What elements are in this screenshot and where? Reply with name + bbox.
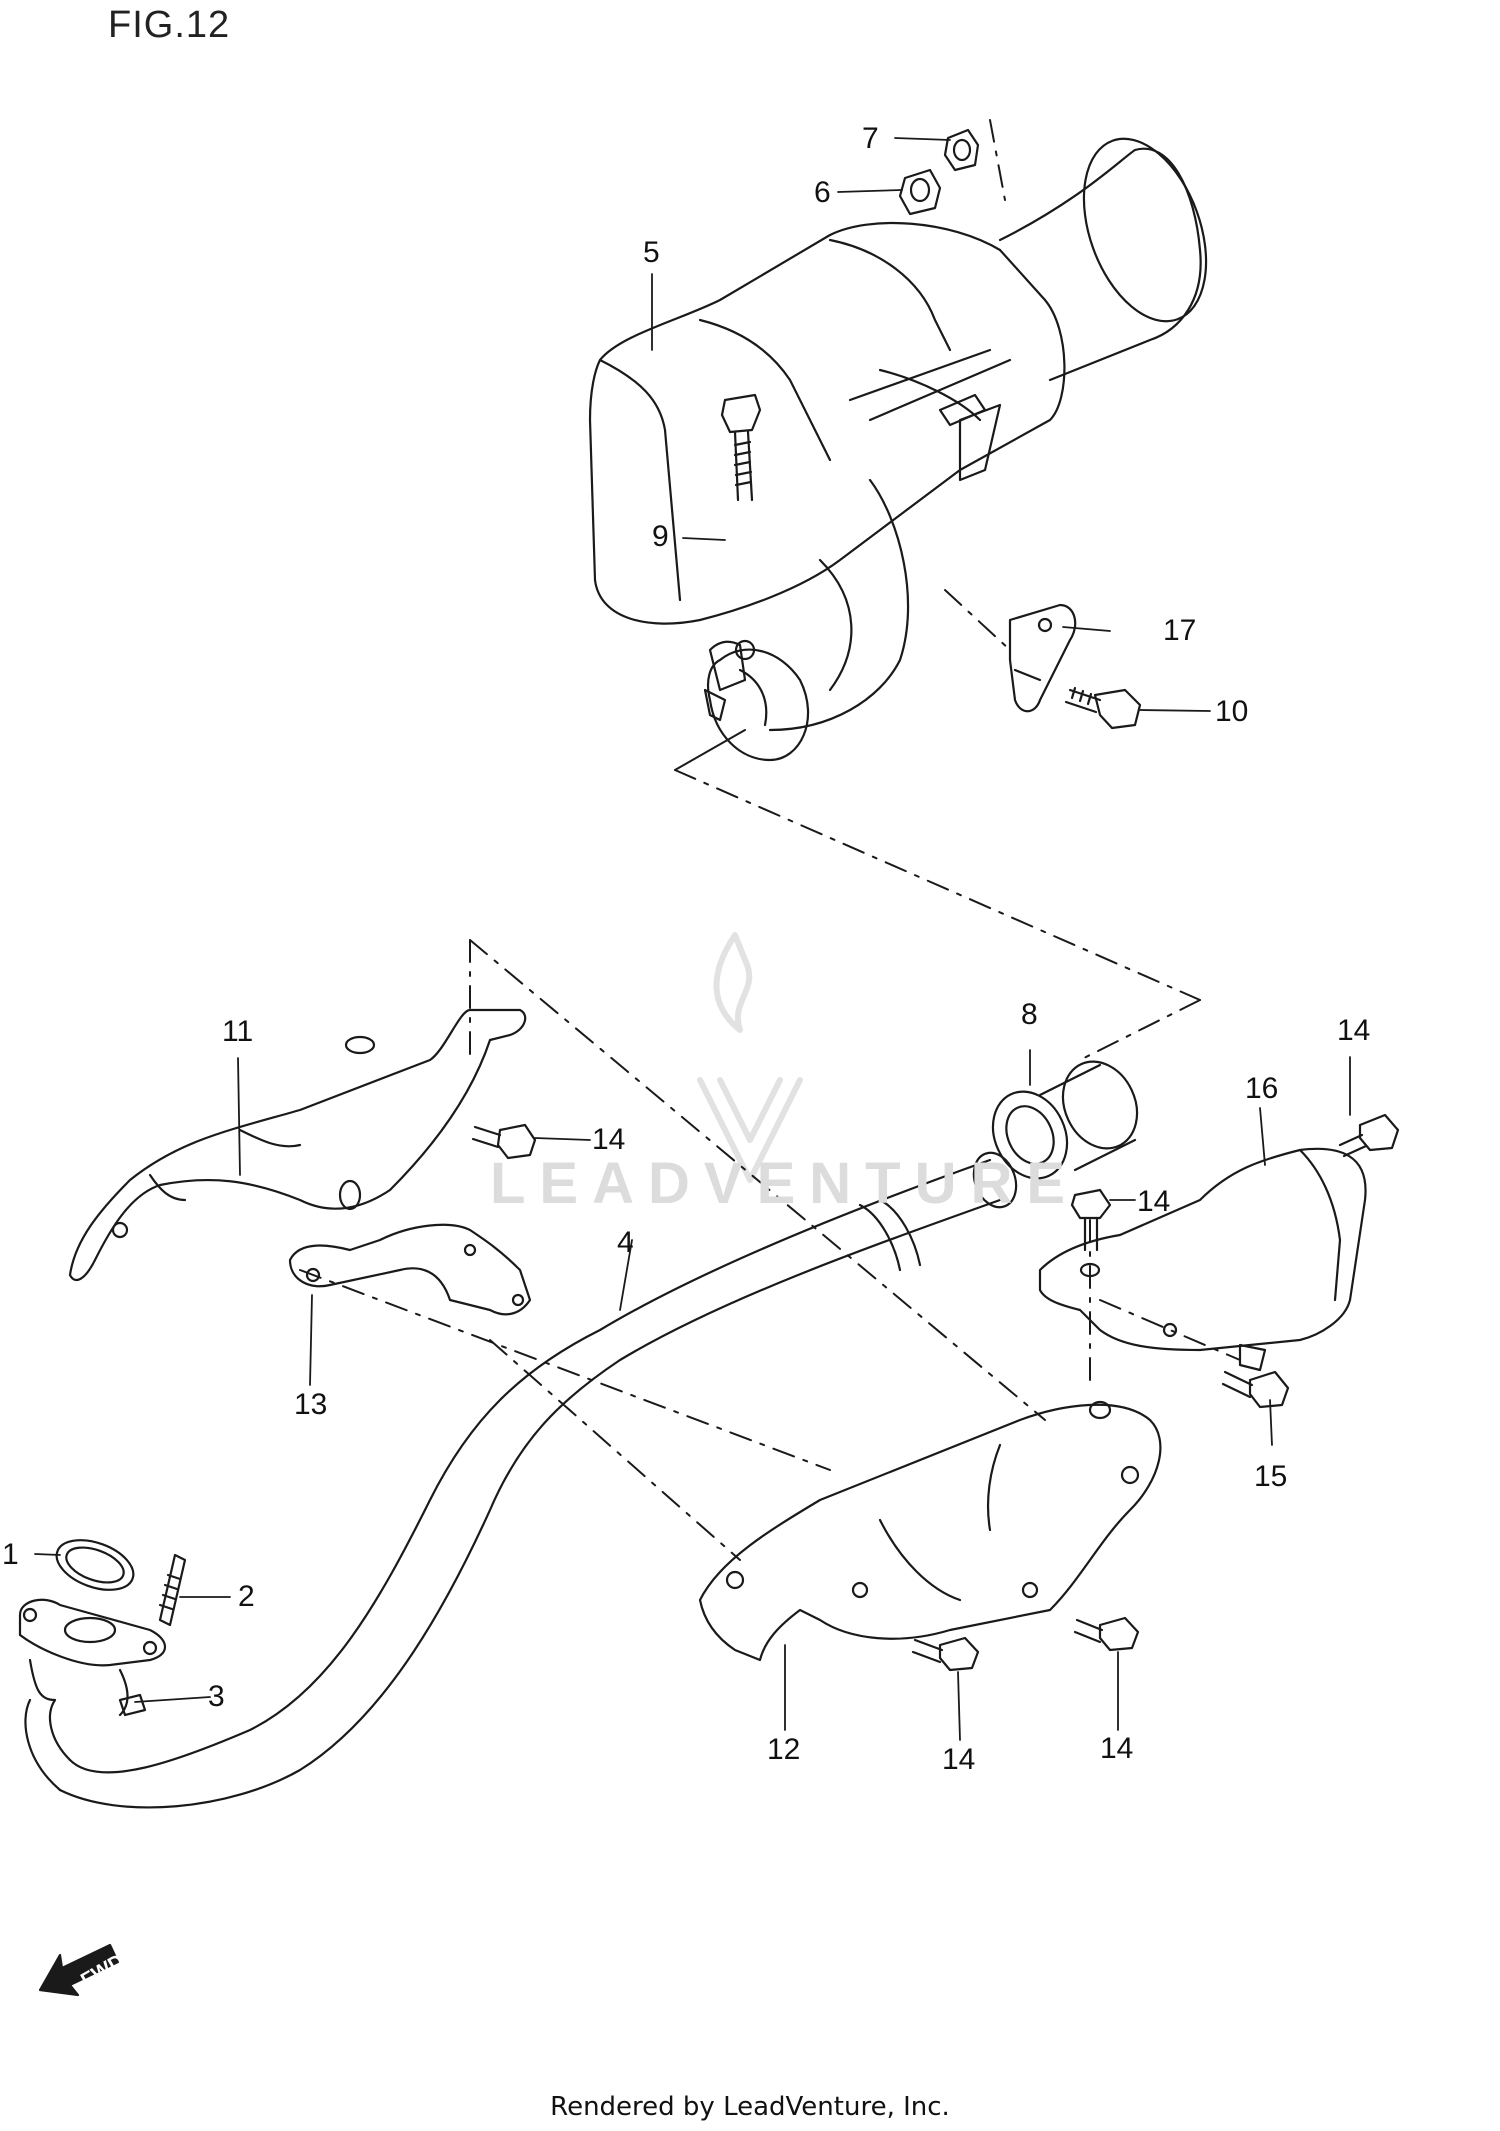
muffler	[588, 137, 1208, 762]
bracket-17	[1008, 603, 1077, 713]
callout-14-center: 14	[1137, 1185, 1171, 1218]
callout-16: 16	[1245, 1072, 1279, 1105]
nut-7	[943, 128, 980, 172]
bolt-14-a	[471, 1123, 537, 1160]
callout-14-bottom-left: 14	[942, 1743, 976, 1776]
callout-17: 17	[1163, 614, 1197, 647]
callout-7: 7	[862, 122, 879, 155]
bolt-14-c	[1338, 1113, 1400, 1158]
watermark-text: LEADVENTURE	[490, 1151, 1080, 1216]
fwd-arrow-icon	[38, 1943, 120, 1997]
flange-3	[18, 1598, 167, 1717]
callout-12: 12	[767, 1733, 801, 1766]
callout-leaders	[34, 137, 1351, 1741]
bolt-10	[1064, 686, 1142, 730]
callout-15: 15	[1254, 1460, 1288, 1493]
exhaust-pipe-4	[24, 1151, 1018, 1809]
connector-lines	[674, 729, 746, 771]
watermark-logo-icon	[697, 932, 803, 1183]
bolt-9	[720, 393, 762, 502]
bracket-13	[288, 1223, 532, 1316]
callout-4: 4	[617, 1226, 634, 1259]
callout-1: 1	[2, 1538, 19, 1571]
callout-10: 10	[1215, 695, 1249, 728]
callout-5: 5	[643, 236, 660, 269]
callout-11: 11	[222, 1015, 254, 1048]
figure-title: FIG.12	[108, 4, 231, 46]
nut-6	[898, 168, 942, 216]
callout-2: 2	[238, 1580, 255, 1613]
gasket-1	[55, 1539, 135, 1591]
callout-9: 9	[652, 520, 669, 553]
callout-14-bottom-right: 14	[1100, 1732, 1134, 1765]
footer-credit: Rendered by LeadVenture, Inc.	[550, 2092, 950, 2122]
heat-shield-16	[1038, 1147, 1367, 1372]
bolt-14-b	[1070, 1188, 1112, 1252]
callout-6: 6	[814, 176, 831, 209]
leader-lines	[299, 119, 1241, 1561]
callout-14-left: 14	[592, 1123, 626, 1156]
callout-8: 8	[1021, 998, 1038, 1031]
heat-shield-11	[68, 1008, 527, 1282]
bolt-14-d	[911, 1636, 980, 1672]
callout-13: 13	[294, 1388, 328, 1421]
callout-14-right: 14	[1337, 1014, 1371, 1047]
bolt-14-e	[1073, 1616, 1140, 1652]
callout-3: 3	[208, 1680, 225, 1713]
sleeve-8	[991, 1060, 1139, 1180]
heat-shield-12	[698, 1400, 1162, 1662]
stud-2	[158, 1553, 187, 1627]
bolt-15	[1221, 1370, 1290, 1409]
